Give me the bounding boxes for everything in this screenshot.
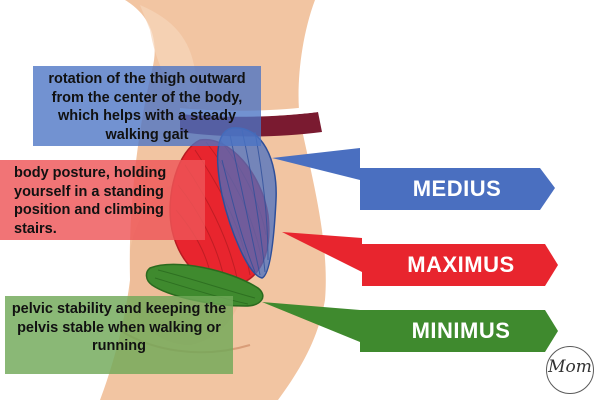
medius-annotation: rotation of the thigh outward from the c…: [33, 66, 261, 146]
medius-pointer: [272, 148, 360, 180]
maximus-label-arrow: [362, 244, 558, 286]
minimus-label-arrow: [360, 310, 558, 352]
maximus-annotation: body posture, holding yourself in a stan…: [0, 160, 205, 240]
minimus-fibers: [154, 269, 256, 305]
maximus-label: MAXIMUS: [407, 252, 515, 277]
mom-logo-icon: Mom: [546, 346, 594, 394]
maximus-pointer: [282, 232, 362, 272]
medius-label-arrow: [360, 168, 555, 210]
minimus-pointer: [262, 302, 360, 342]
medius-label: MEDIUS: [412, 176, 502, 201]
minimus-label: MINIMUS: [411, 318, 511, 343]
logo-text: Mom: [548, 357, 592, 377]
minimus-annotation: pelvic stability and keeping the pelvis …: [5, 296, 233, 374]
